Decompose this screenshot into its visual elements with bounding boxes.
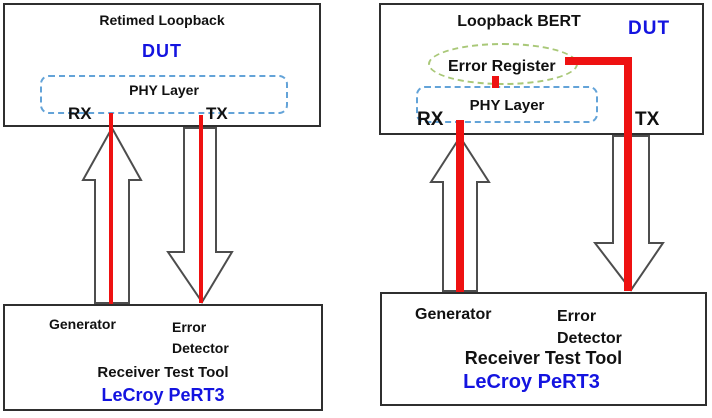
left-dut-box-title: Retimed Loopback xyxy=(99,12,225,28)
right-rx-signal-line xyxy=(456,120,464,292)
left-error-line1: Error xyxy=(172,319,207,335)
right-tester-brand: LeCroy PeRT3 xyxy=(463,371,600,393)
right-tx-signal-line xyxy=(624,57,632,291)
right-dut-box-title: Loopback BERT xyxy=(457,13,581,30)
right-tx-port-label: TX xyxy=(635,109,660,130)
right-dut-label: DUT xyxy=(628,18,671,39)
left-error-line2: Detector xyxy=(172,340,229,356)
left-generator-label: Generator xyxy=(49,316,116,332)
right-tester-box xyxy=(380,292,707,406)
error-register-label: Error Register xyxy=(448,58,556,75)
left-tester-brand: LeCroy PeRT3 xyxy=(101,385,225,405)
left-tester-box xyxy=(3,304,323,411)
left-error-detector-label: Error Detector xyxy=(172,317,229,359)
left-dut-label: DUT xyxy=(142,41,182,61)
right-phy-layer-box xyxy=(416,86,598,123)
right-error-line1: Error xyxy=(557,308,597,325)
right-error-detector-label: Error Detector xyxy=(557,306,622,350)
right-generator-label: Generator xyxy=(415,306,492,323)
right-error-line2: Detector xyxy=(557,330,622,347)
left-rx-signal-line xyxy=(109,113,113,304)
right-register-horizontal-line xyxy=(565,57,632,65)
left-tester-title: Receiver Test Tool xyxy=(97,364,229,381)
left-tx-port-label: TX xyxy=(206,104,228,123)
left-phy-layer-label: PHY Layer xyxy=(129,82,199,98)
left-tx-signal-line xyxy=(199,115,203,303)
left-phy-layer-box xyxy=(40,75,288,114)
right-phy-layer-label: PHY Layer xyxy=(469,97,545,114)
right-tester-title: Receiver Test Tool xyxy=(464,348,623,368)
right-rx-port-label: RX xyxy=(417,109,444,130)
left-rx-port-label: RX xyxy=(68,104,92,123)
left-dut-box xyxy=(3,3,321,127)
right-register-phy-connector xyxy=(492,76,499,88)
